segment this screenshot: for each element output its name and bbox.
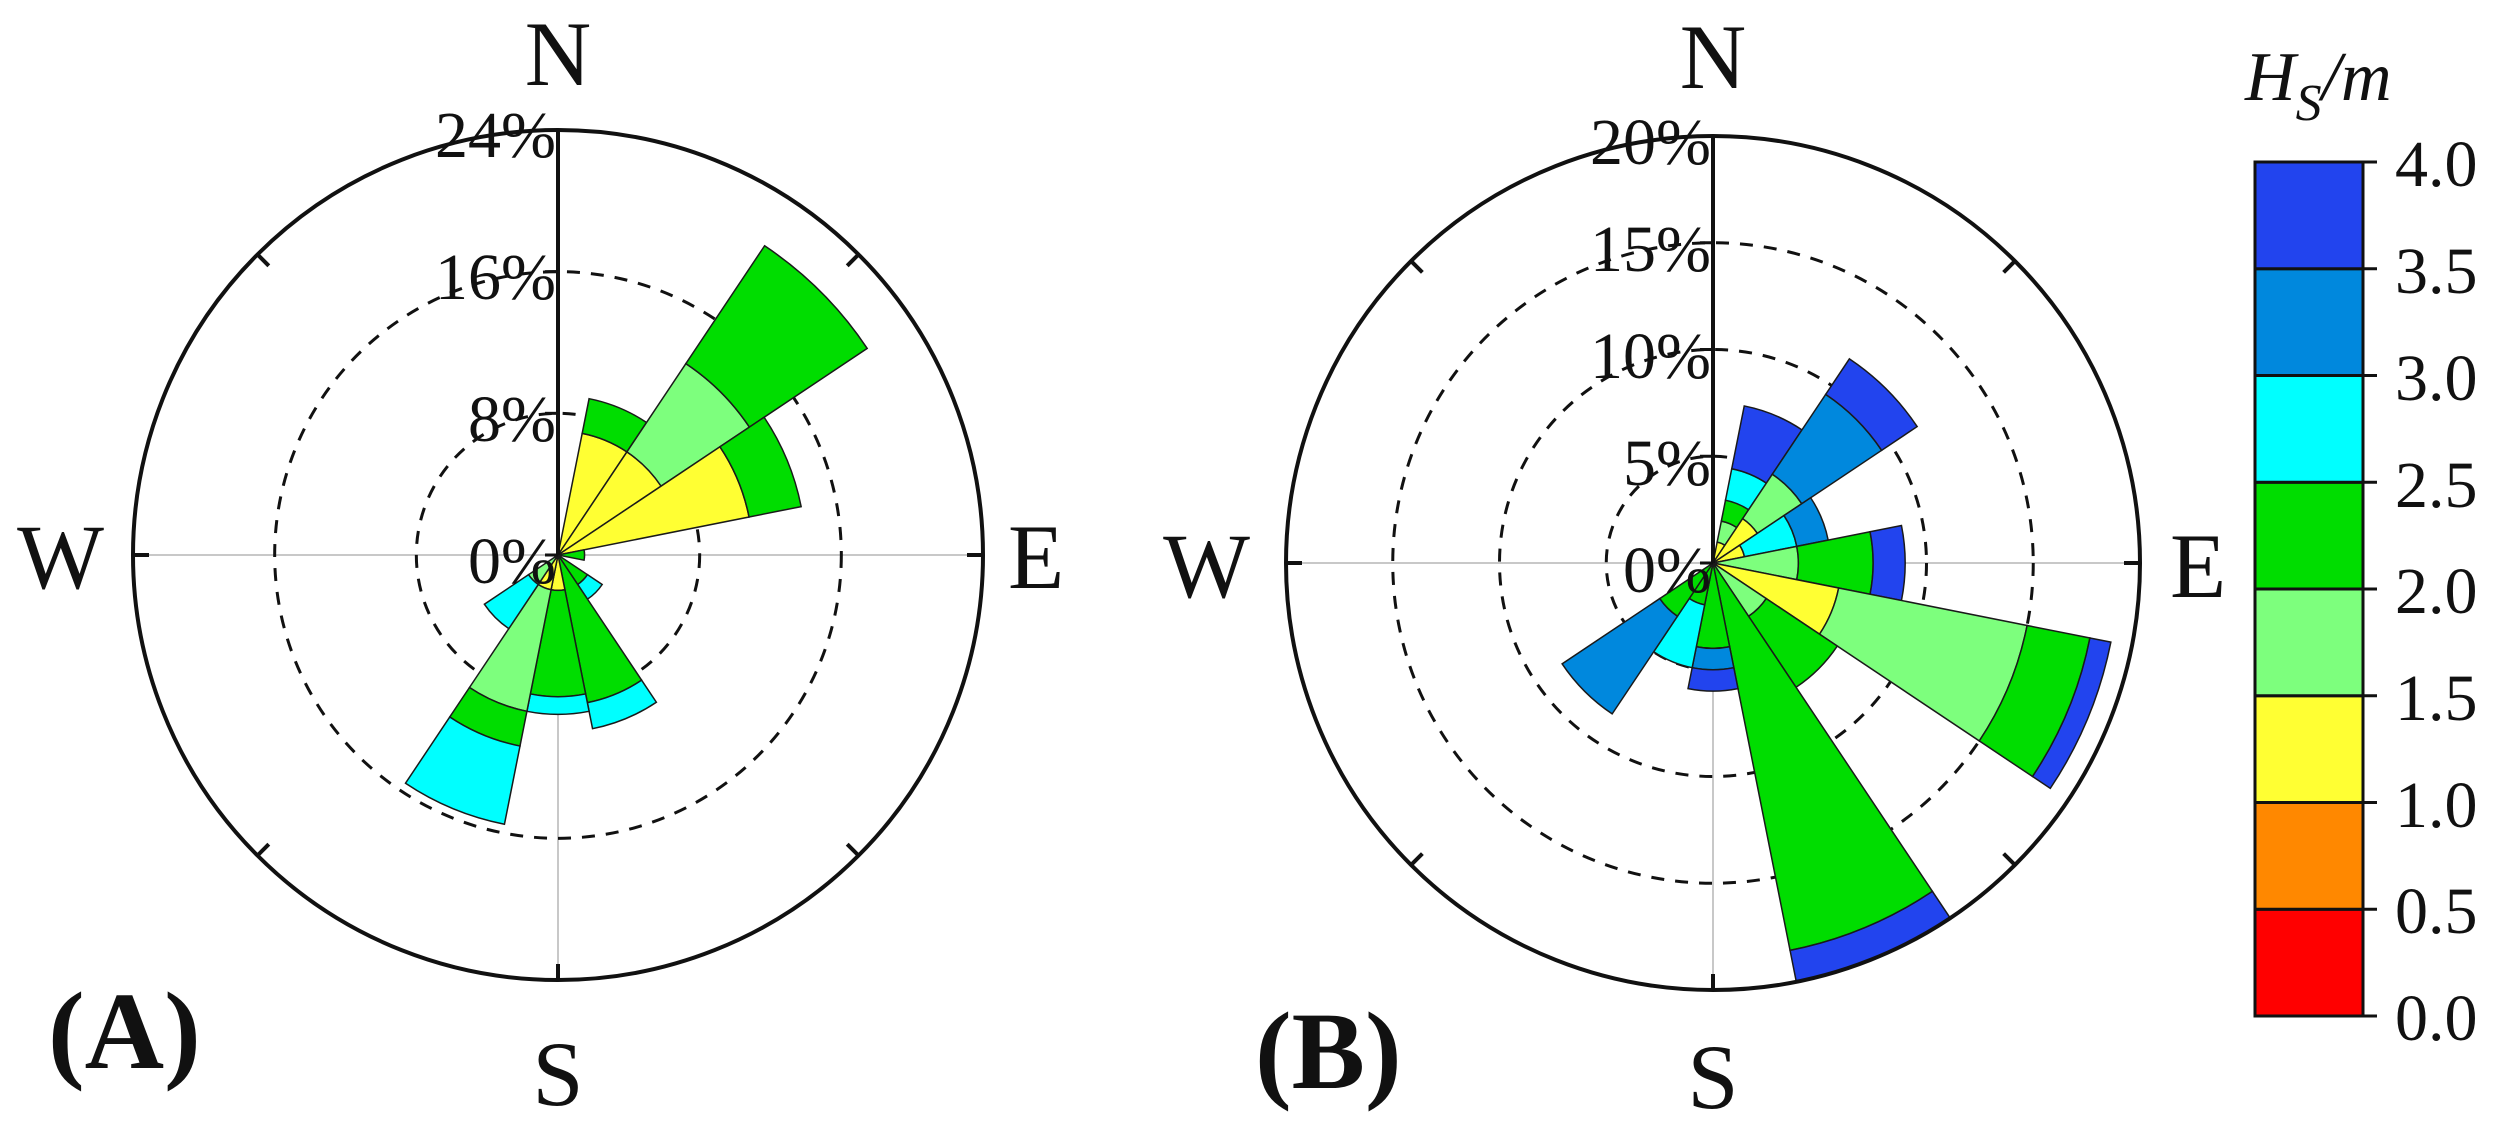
colorbar-tick-0-5: 0.5 bbox=[2395, 875, 2478, 948]
wind-rose-a-axes bbox=[131, 128, 985, 982]
colorbar-bin-0-0-5 bbox=[2253, 907, 2365, 1018]
wind-rose-b-sector-112-5-3-5-4-0 bbox=[2031, 637, 2112, 790]
wind-rose-b-north-label: N bbox=[1680, 6, 1746, 108]
wind-rose-a-sector-45-2-0-2-5 bbox=[684, 244, 869, 429]
colorbar-tick-1-5: 1.5 bbox=[2395, 662, 2478, 735]
wind-rose-b-sector-225-3-0-3-5 bbox=[1561, 597, 1679, 715]
wind-rose-b-tick-135 bbox=[2002, 852, 2017, 867]
colorbar-tick-3-0: 3.0 bbox=[2395, 342, 2478, 415]
wind-rose-b-south-label: S bbox=[1687, 1026, 1738, 1122]
colorbar-bin-3-3-5 bbox=[2253, 267, 2365, 377]
wind-rose-a-sector-202-5-2-5-3-0 bbox=[404, 715, 521, 826]
wind-rose-a-south-label: S bbox=[532, 1023, 583, 1122]
colorbar-tick-2-0: 2.0 bbox=[2395, 555, 2478, 628]
colorbar-bins bbox=[2253, 160, 2377, 1018]
colorbar-bin-1-5-2 bbox=[2253, 587, 2365, 698]
colorbar-tick-0-0: 0.0 bbox=[2395, 982, 2478, 1055]
wind-rose-a-ring-label-8: 8% bbox=[468, 383, 556, 456]
wind-rose-a-ring-16 bbox=[273, 270, 843, 840]
colorbar-tick-3-5: 3.5 bbox=[2395, 235, 2478, 308]
wind-rose-a-north-label: N bbox=[525, 3, 591, 105]
wind-rose-b-ring-15 bbox=[1391, 241, 2035, 885]
colorbar-bin-1-1-5 bbox=[2253, 694, 2365, 804]
wind-rose-a-tick-315 bbox=[256, 253, 271, 268]
wind-rose-b-sector-180-3-5-4-0 bbox=[1687, 666, 1739, 692]
colorbar-tick-2-5: 2.5 bbox=[2395, 449, 2478, 522]
wind-rose-a-ring-label-16: 16% bbox=[435, 241, 556, 314]
wind-rose-a-sector-157-5-2-5-3-0 bbox=[586, 679, 658, 730]
wind-rose-b-tick-225 bbox=[1409, 852, 1424, 867]
wind-rose-b-sector-45-3-5-4-0 bbox=[1824, 357, 1919, 452]
wind-rose-b-tick-45 bbox=[2002, 259, 2017, 274]
colorbar-tick-4-0: 4.0 bbox=[2395, 128, 2478, 201]
colorbar-tick-1-0: 1.0 bbox=[2395, 769, 2478, 842]
wind-rose-b-west-label: W bbox=[1163, 515, 1250, 617]
wind-rose-b-tick-315 bbox=[1409, 259, 1424, 274]
wind-rose-b-ring-label-0: 0% bbox=[1623, 534, 1711, 607]
colorbar-title-main: H bbox=[2244, 39, 2299, 116]
wind-rose-a-tick-225 bbox=[256, 842, 271, 857]
panel-b-label: (B) bbox=[1255, 990, 1402, 1112]
colorbar-bin-2-2-5 bbox=[2253, 480, 2365, 591]
colorbar: HS/m 4.0 3.5 3.0 2.5 2.0 1.5 1.0 0.5 0.0 bbox=[2244, 39, 2478, 1055]
wind-rose-a-tick-135 bbox=[845, 842, 860, 857]
wind-rose-b-axes bbox=[1284, 134, 2142, 992]
wind-rose-a-ring-label-24: 24% bbox=[435, 99, 556, 172]
wind-rose-a-sector-67-5-2-0-2-5 bbox=[718, 416, 803, 518]
colorbar-title-subscript: S bbox=[2296, 75, 2322, 132]
wind-rose-a-tick-45 bbox=[845, 253, 860, 268]
colorbar-bin-2-5-3 bbox=[2253, 374, 2365, 484]
wind-rose-b: N E S W 0% 5% 10% 15% 20% (B) bbox=[1163, 6, 2226, 1127]
colorbar-title: HS/m bbox=[2244, 39, 2392, 132]
wind-rose-b-ring-10 bbox=[1498, 348, 1928, 778]
wind-rose-a-sector-180-2-5-3-0 bbox=[526, 693, 590, 716]
wind-rose-a: N E S W 0% 8% 16% 24% (A) bbox=[17, 3, 1064, 1125]
wind-rose-a-west-label: W bbox=[17, 506, 104, 608]
wind-rose-b-ring-label-5: 5% bbox=[1623, 427, 1711, 500]
wind-rose-b-ring-label-20: 20% bbox=[1590, 106, 1711, 179]
wind-rose-a-east-label: E bbox=[1008, 506, 1064, 608]
wind-rose-b-sector-90-3-5-4-0 bbox=[1869, 524, 1906, 602]
wind-rose-b-ring-label-15: 15% bbox=[1590, 213, 1711, 286]
colorbar-title-unit: /m bbox=[2318, 39, 2392, 116]
colorbar-bin-3-5-4 bbox=[2253, 160, 2365, 271]
wind-rose-b-ring-label-10: 10% bbox=[1590, 320, 1711, 393]
wind-rose-a-sectors bbox=[404, 244, 869, 826]
wind-rose-a-ring-label-0: 0% bbox=[468, 525, 556, 598]
panel-a-label: (A) bbox=[48, 970, 201, 1092]
wind-rose-b-sector-180-3-0-3-5 bbox=[1691, 645, 1735, 671]
colorbar-bin-0-5-1 bbox=[2253, 801, 2365, 911]
wind-rose-a-sector-225-2-5-3-0 bbox=[483, 573, 540, 630]
wind-rose-a-sector-90-2-0-2-5 bbox=[557, 548, 586, 562]
wind-rose-b-east-label: E bbox=[2170, 515, 2226, 617]
wind-rose-b-sectors bbox=[1561, 357, 2112, 983]
